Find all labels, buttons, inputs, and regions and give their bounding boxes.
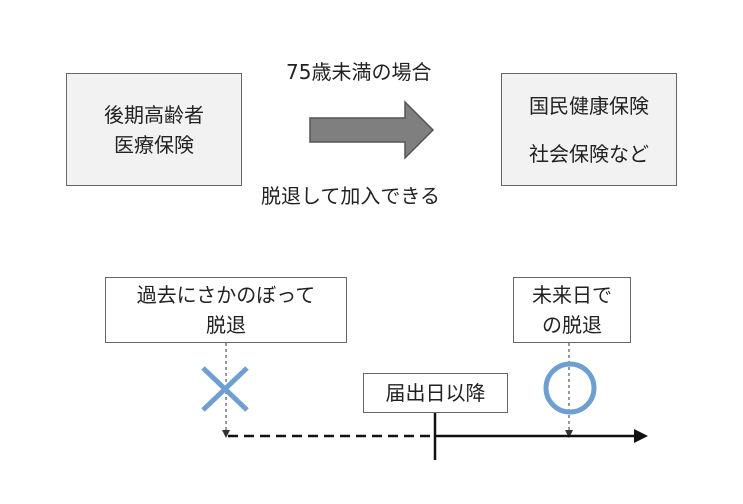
circle-mark-icon bbox=[543, 361, 597, 415]
future-box-line1: 未来日で bbox=[532, 283, 612, 307]
future-withdrawal-box: 未来日で の脱退 bbox=[513, 277, 631, 343]
cross-mark-icon bbox=[201, 366, 249, 412]
past-leader-arrowhead bbox=[222, 430, 230, 438]
past-withdrawal-box: 過去にさかのぼって 脱退 bbox=[105, 277, 347, 343]
past-box-line1: 過去にさかのぼって bbox=[136, 283, 316, 307]
arrow-label-bottom: 脱退して加入できる bbox=[261, 184, 440, 208]
notify-date-box: 届出日以降 bbox=[363, 373, 508, 413]
left-box-line2: 医療保険 bbox=[114, 132, 194, 157]
left-box-line1: 後期高齢者 bbox=[104, 102, 204, 127]
future-leader-arrowhead bbox=[565, 430, 573, 438]
future-box-line2: の脱退 bbox=[542, 313, 602, 337]
past-box-line2: 脱退 bbox=[206, 313, 246, 337]
notify-date-label: 届出日以降 bbox=[385, 381, 486, 405]
right-box-line2: 社会保険など bbox=[529, 141, 649, 166]
timeline-arrowhead bbox=[634, 429, 648, 443]
arrow-label-top: 75歳未満の場合 bbox=[286, 60, 432, 84]
late-elderly-insurance-box: 後期高齢者 医療保険 bbox=[66, 73, 242, 186]
right-box-line1: 国民健康保険 bbox=[529, 93, 649, 118]
national-insurance-box: 国民健康保険 社会保険など bbox=[501, 73, 677, 186]
right-arrow-icon bbox=[309, 100, 435, 160]
